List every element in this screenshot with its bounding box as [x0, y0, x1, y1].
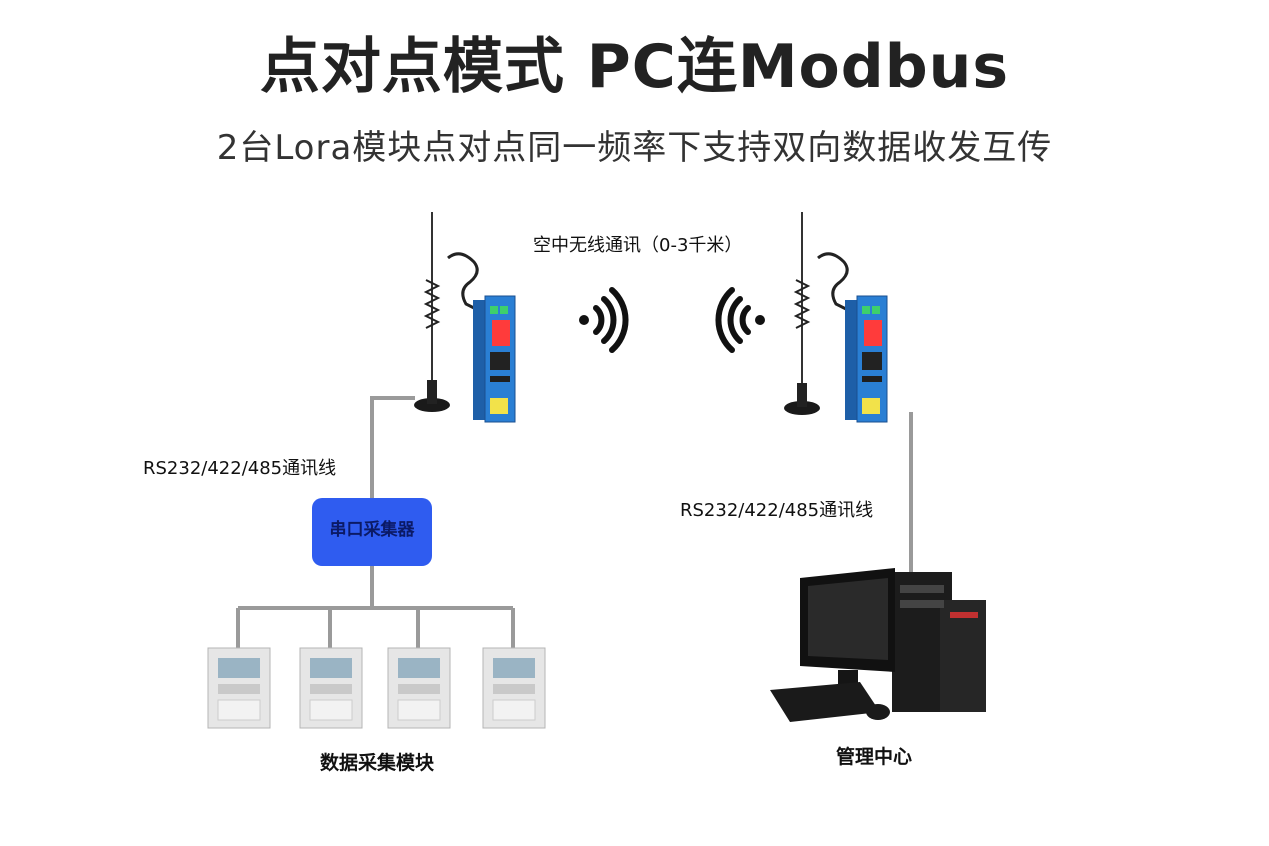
meters-label: 数据采集模块	[320, 752, 435, 774]
collector-label: 串口采集器	[329, 520, 415, 540]
meter-icon	[299, 647, 363, 729]
diagram-subtitle: 2台Lora模块点对点同一频率下支持双向数据收发互传	[216, 128, 1053, 168]
meter-icon	[207, 647, 271, 729]
right-line-label: RS232/422/485通讯线	[680, 500, 874, 521]
pc-label: 管理中心	[836, 746, 913, 768]
computer-icon	[770, 568, 986, 722]
lora-module-icon	[473, 295, 516, 423]
antenna-icon	[414, 212, 479, 412]
lora-module-icon	[845, 295, 888, 423]
left-comm-line	[370, 396, 415, 500]
meter-icon	[387, 647, 451, 729]
wireless-label: 空中无线通讯（0-3千米）	[533, 235, 743, 256]
diagram-title: 点对点模式 PC连Modbus	[259, 32, 1010, 102]
connection-lines	[236, 396, 913, 648]
serial-collector-box	[312, 498, 432, 566]
meter-icon	[482, 647, 546, 729]
left-line-label: RS232/422/485通讯线	[143, 458, 337, 479]
antenna-icon	[784, 212, 849, 415]
wifi-signal-icon	[579, 287, 629, 353]
wifi-signal-icon	[715, 287, 765, 353]
